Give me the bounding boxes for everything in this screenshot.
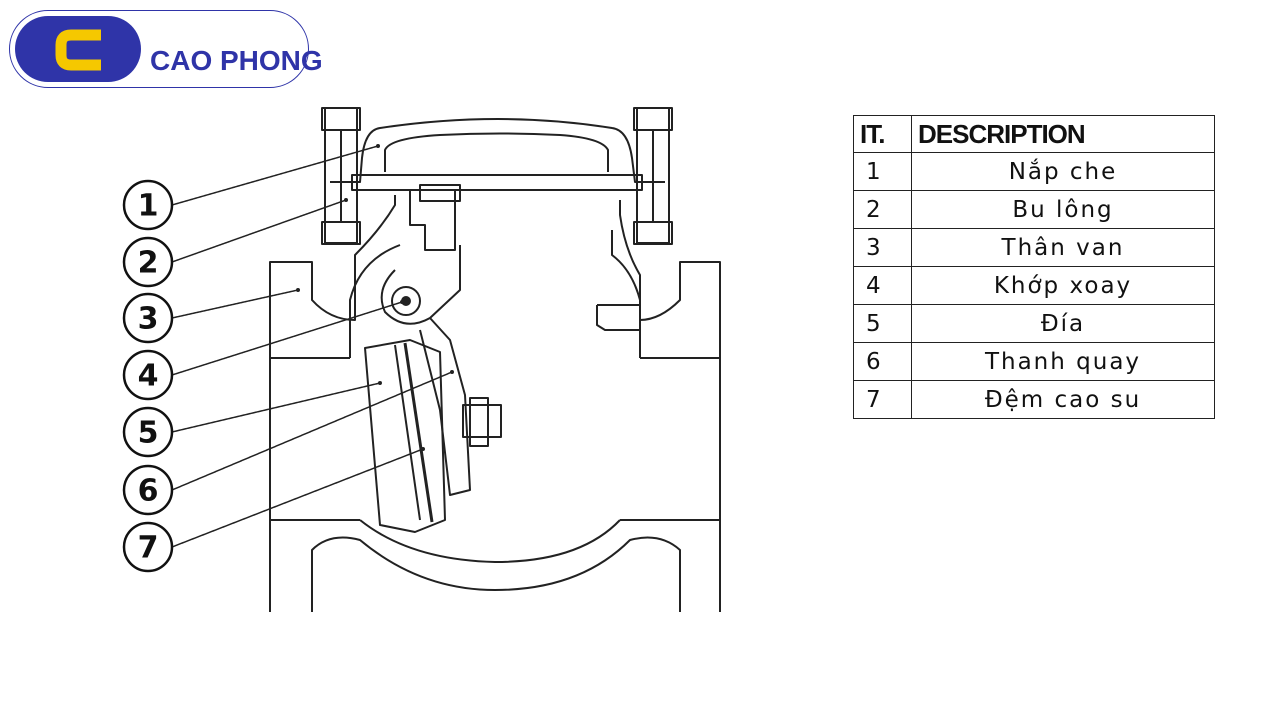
callout-number-3: 3	[138, 302, 159, 337]
callout-number-1: 1	[138, 189, 159, 224]
column-header-description: DESCRIPTION	[911, 115, 1215, 153]
item-description: Nắp che	[911, 152, 1215, 191]
table-header-row: IT. DESCRIPTION	[853, 115, 1215, 153]
item-number: 2	[853, 190, 912, 229]
logo-mark	[14, 15, 141, 82]
callout-number-6: 6	[138, 474, 159, 509]
item-description: Đệm cao su	[911, 380, 1215, 419]
column-header-it: IT.	[853, 115, 912, 153]
item-description: Thanh quay	[911, 342, 1215, 381]
item-number: 3	[853, 228, 912, 267]
item-number: 5	[853, 304, 912, 343]
item-description: Khớp xoay	[911, 266, 1215, 305]
callout-circle-1	[122, 179, 174, 231]
callout-circle-2	[122, 236, 174, 288]
item-number: 7	[853, 380, 912, 419]
brand-logo: CAO PHONG	[9, 10, 323, 88]
item-number: 4	[853, 266, 912, 305]
table-row: 3 Thân van	[853, 228, 1215, 267]
callout-number-2: 2	[138, 246, 159, 281]
callout-number-4: 4	[138, 359, 159, 394]
table-row: 2 Bu lông	[853, 190, 1215, 229]
callout-circle-6	[122, 464, 174, 516]
table-row: 7 Đệm cao su	[853, 380, 1215, 419]
table-row: 6 Thanh quay	[853, 342, 1215, 381]
table-row: 4 Khớp xoay	[853, 266, 1215, 305]
table-row: 5 Đía	[853, 304, 1215, 343]
item-number: 6	[853, 342, 912, 381]
item-number: 1	[853, 152, 912, 191]
item-description: Thân van	[911, 228, 1215, 267]
callout-number-7: 7	[138, 531, 159, 566]
brand-name: CAO PHONG	[150, 45, 323, 76]
callout-circle-4	[122, 349, 174, 401]
table-row: 1 Nắp che	[853, 152, 1215, 191]
callout-circle-3	[122, 292, 174, 344]
callout-circle-5	[122, 406, 174, 458]
item-description: Bu lông	[911, 190, 1215, 229]
callout-number-5: 5	[138, 416, 159, 451]
parts-table: IT. DESCRIPTION 1 Nắp che 2 Bu lông 3 Th…	[853, 115, 1215, 419]
callout-circle-7	[122, 521, 174, 573]
item-description: Đía	[911, 304, 1215, 343]
